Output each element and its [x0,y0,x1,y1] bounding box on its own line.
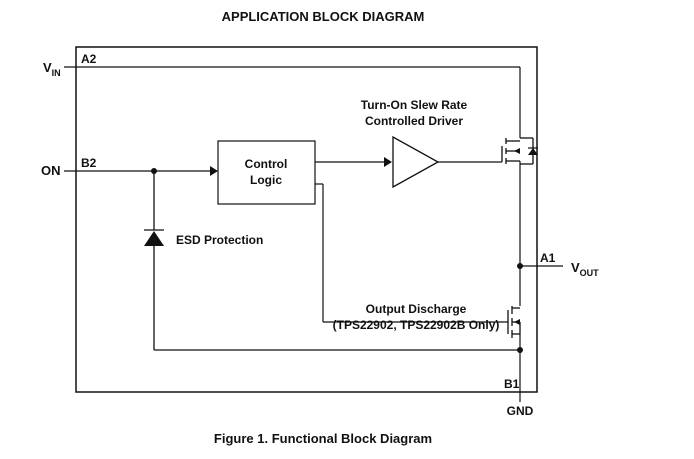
pin-b2-label: B2 [81,156,97,170]
pin-a2-label: A2 [81,52,97,66]
vout-net [519,161,563,306]
discharge-label-1: Output Discharge [366,302,467,316]
discharge-fet-symbol [507,306,521,338]
logic-to-discharge-wire [315,183,508,323]
slew-rate-driver-triangle [392,135,440,189]
control-logic-block [217,140,316,205]
control-logic-label-2: Logic [250,173,282,187]
discharge-label-2: (TPS22902, TPS22902B Only) [333,318,500,332]
gnd-net [154,334,521,402]
driver-label-1: Turn-On Slew Rate [361,98,468,112]
chip-outline [75,46,538,393]
gnd-pin-label: GND [507,404,534,418]
pin-a1-label: A1 [540,251,556,265]
driver-input-arrowhead [384,157,392,167]
gnd-junction-dot [517,347,523,353]
vout-junction-dot [517,263,523,269]
on-pin-label: ON [41,163,61,178]
esd-diode-symbol [144,171,164,350]
esd-protection-label: ESD Protection [176,233,263,247]
vin-pin-label: VIN [43,60,61,78]
figure-caption: Figure 1. Functional Block Diagram [214,431,432,446]
vout-pin-label: VOUT [571,260,599,278]
on-arrowhead [210,166,218,176]
control-logic-label-1: Control [245,157,288,171]
driver-label-2: Controlled Driver [365,114,463,128]
pass-fet-channel-arrow [514,148,520,154]
vin-net [64,66,521,138]
discharge-fet-arrow [514,319,520,325]
pin-b1-label: B1 [504,377,520,391]
esd-diode-triangle [144,231,164,246]
diagram-title: APPLICATION BLOCK DIAGRAM [222,9,425,24]
pass-fet-body-diode [528,148,538,155]
